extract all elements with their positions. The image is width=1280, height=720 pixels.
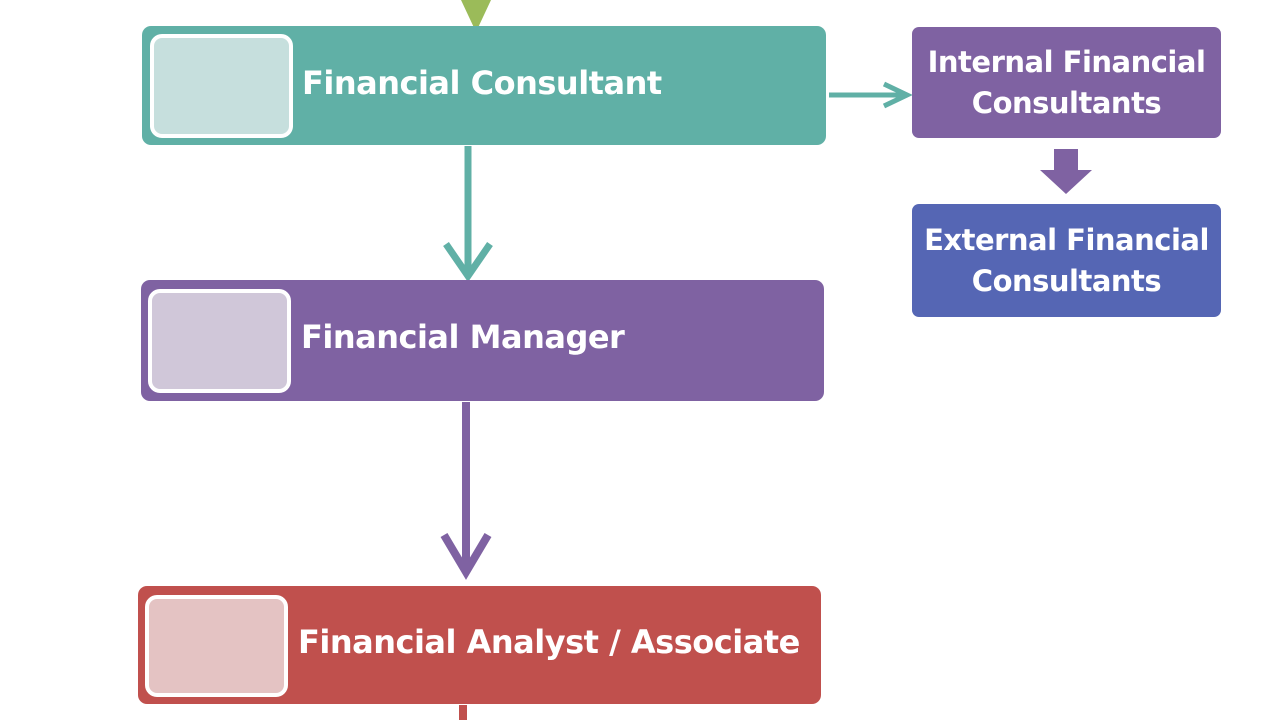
node-thumbnail xyxy=(145,595,288,697)
node-label: Financial Consultant xyxy=(302,64,662,102)
node-financial-manager: Financial Manager xyxy=(141,280,824,401)
node-financial-analyst: Financial Analyst / Associate xyxy=(138,586,821,704)
box-external-financial-consultants: External Financial Consultants xyxy=(912,204,1221,317)
node-label: Financial Analyst / Associate xyxy=(298,623,800,661)
box-internal-financial-consultants: Internal Financial Consultants xyxy=(912,27,1221,138)
node-thumbnail xyxy=(148,289,291,393)
box-label: Internal Financial Consultants xyxy=(928,42,1206,124)
arrow-internal-to-external xyxy=(1040,149,1092,194)
arrow-manager-to-analyst-head xyxy=(440,532,492,580)
box-label-line2: Consultants xyxy=(971,85,1162,120)
box-label-line1: Internal Financial xyxy=(927,44,1206,79)
arrow-consultant-to-internal-head xyxy=(882,81,913,109)
box-label-line1: External Financial xyxy=(924,222,1209,257)
node-thumbnail xyxy=(150,34,293,138)
node-financial-consultant: Financial Consultant xyxy=(142,26,826,145)
box-label-line2: Consultants xyxy=(971,263,1162,298)
node-label: Financial Manager xyxy=(301,318,625,356)
green-arrowhead-top xyxy=(461,0,491,32)
arrow-consultant-to-manager-head xyxy=(443,242,493,283)
box-label: External Financial Consultants xyxy=(924,220,1209,302)
